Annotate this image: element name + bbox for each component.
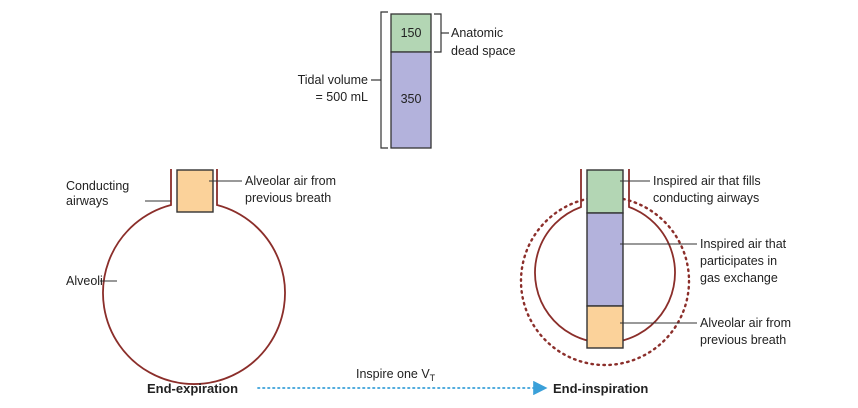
tidal-volume-label-2: = 500 mL [316, 90, 369, 104]
left-alveolar-air-label-2: previous breath [245, 191, 331, 205]
right-exchange-block [586, 212, 624, 307]
inspire-subscript: T [430, 373, 436, 383]
right-alveolar-air-label-1: Alveolar air from [700, 316, 791, 330]
fills-airways-label-1: Inspired air that fills [653, 174, 761, 188]
end-expiration-diagram [102, 169, 286, 385]
end-expiration-label: End-expiration [147, 381, 238, 396]
tidal-volume-label-1: Tidal volume [298, 73, 368, 87]
end-inspiration-diagram [519, 169, 691, 367]
gas-exchange-label-1: Inspired air that [700, 237, 787, 251]
right-alveolar-air-block [586, 305, 624, 349]
dead-space-label-1: Anatomic [451, 26, 503, 40]
alveoli-label: Alveoli [66, 274, 103, 288]
left-alveolar-air-block [176, 169, 214, 213]
exchange-segment [390, 51, 432, 149]
right-dead-space-block [586, 169, 624, 214]
dead-space-label-2: dead space [451, 44, 516, 58]
inspire-prefix: Inspire one V [356, 367, 430, 381]
exchange-value: 350 [401, 92, 422, 106]
dead-space-bracket [434, 13, 442, 53]
conducting-airways-label-2: airways [66, 194, 108, 208]
tidal-volume-bar: 150 350 [390, 13, 432, 149]
gas-exchange-label-2: participates in [700, 254, 777, 268]
left-alveolar-air-label-1: Alveolar air from [245, 174, 336, 188]
dead-space-value: 150 [401, 26, 422, 40]
end-inspiration-label: End-inspiration [553, 381, 648, 396]
fills-airways-label-2: conducting airways [653, 191, 759, 205]
gas-exchange-label-3: gas exchange [700, 271, 778, 285]
tidal-volume-bracket [380, 11, 388, 149]
dead-space-segment [390, 13, 432, 53]
conducting-airways-label-1: Conducting [66, 179, 129, 193]
right-alveolar-air-label-2: previous breath [700, 333, 786, 347]
left-alveolus-outline [102, 169, 286, 385]
inspire-one-vt-label: Inspire one VT [356, 367, 436, 383]
